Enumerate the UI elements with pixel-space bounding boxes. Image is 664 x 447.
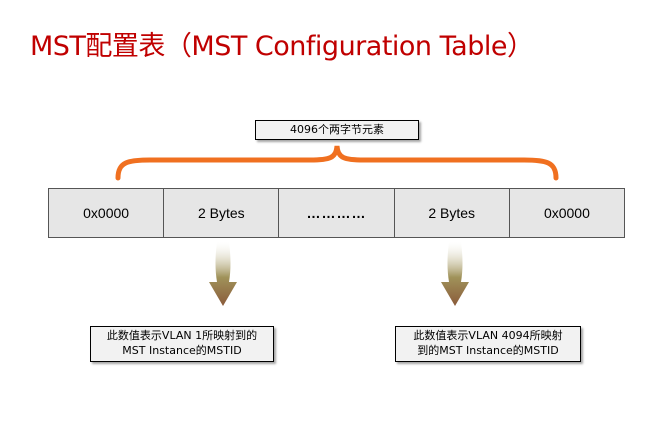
note-vlan4094: 此数值表示VLAN 4094所映射 到的MST Instance的MSTID xyxy=(395,326,581,362)
mst-configuration-table: 0x0000 2 Bytes ………… 2 Bytes 0x0000 xyxy=(48,188,625,238)
note-vlan1-line2: MST Instance的MSTID xyxy=(122,344,242,357)
page-title: MST配置表（MST Configuration Table） xyxy=(30,31,534,62)
cell-last-0x0000: 0x0000 xyxy=(509,189,625,237)
cell-first-0x0000: 0x0000 xyxy=(49,189,165,237)
cell-vlan4094-bytes: 2 Bytes xyxy=(394,189,510,237)
note-vlan1-line1: 此数值表示VLAN 1所映射到的 xyxy=(106,329,258,342)
down-arrow-icon xyxy=(209,242,237,306)
element-count-label: 4096个两字节元素 xyxy=(255,120,419,140)
note-vlan1: 此数值表示VLAN 1所映射到的 MST Instance的MSTID xyxy=(90,326,274,362)
cell-vlan1-bytes: 2 Bytes xyxy=(164,189,280,237)
note-vlan4094-line1: 此数值表示VLAN 4094所映射 xyxy=(413,329,563,342)
note-vlan4094-line2: 到的MST Instance的MSTID xyxy=(417,344,559,357)
down-arrow-icon xyxy=(441,242,469,306)
cell-ellipsis: ………… xyxy=(279,189,395,237)
